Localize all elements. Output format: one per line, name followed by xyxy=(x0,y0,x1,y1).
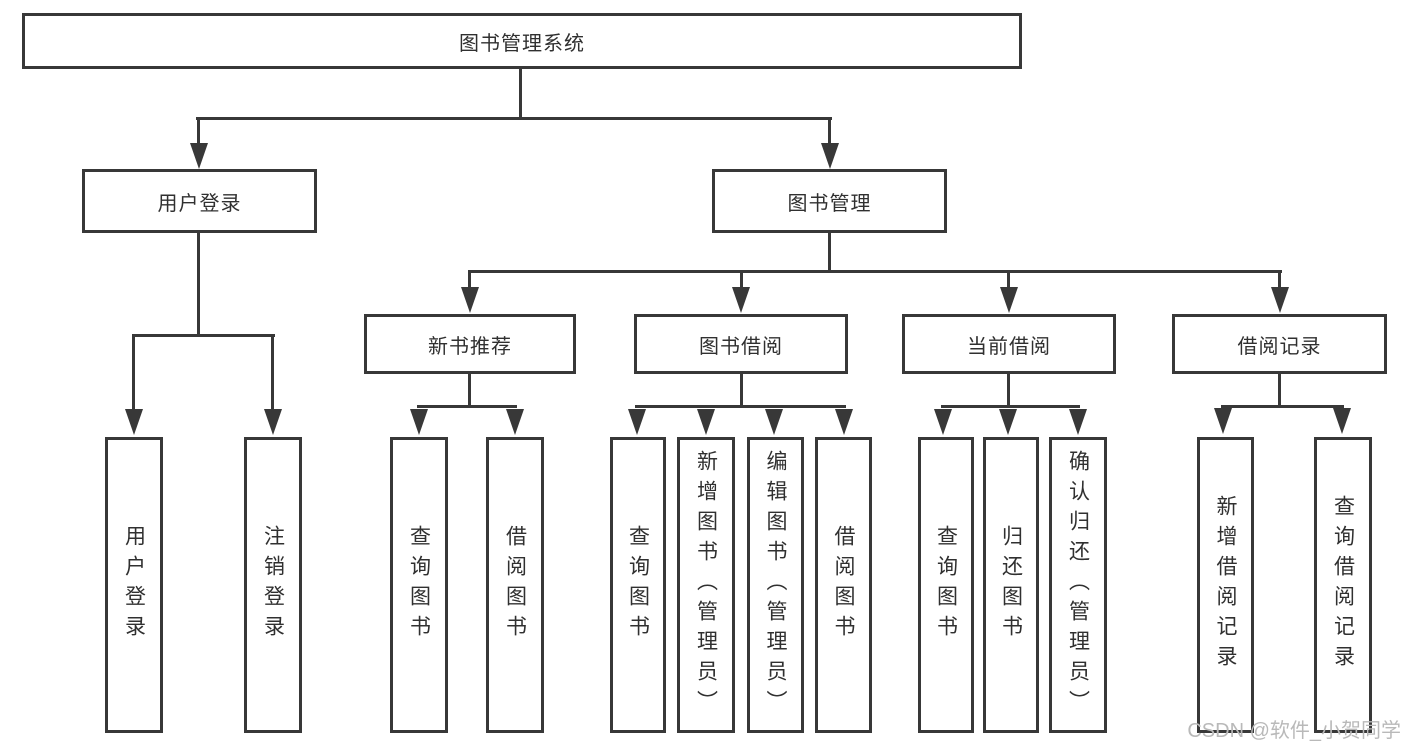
node-label: 查询图书 xyxy=(626,525,650,645)
connector-vline xyxy=(197,117,200,147)
node-label: 图书管理系统 xyxy=(459,32,585,55)
node-label: 新书推荐 xyxy=(428,335,512,358)
node-leaf-logout: 注销登录 xyxy=(244,437,302,733)
node-book-mgmt: 图书管理 xyxy=(712,169,947,233)
connector-vline xyxy=(1007,374,1010,408)
node-leaf-borrow-book-rec: 借阅图书 xyxy=(486,437,544,733)
connector-hline xyxy=(635,405,846,408)
arrow-down-icon xyxy=(999,409,1017,435)
connector-vline xyxy=(271,334,274,410)
node-label: 用户登录 xyxy=(157,192,242,215)
node-label: 新增借阅记录 xyxy=(1214,495,1237,675)
arrow-down-icon xyxy=(1069,409,1087,435)
node-label: 查询图书 xyxy=(407,525,431,645)
arrow-down-icon xyxy=(461,287,479,313)
csdn-watermark: CSDN @软件_小贺同学 xyxy=(1187,720,1401,742)
connector-hline xyxy=(417,405,517,408)
node-leaf-confirm-return-admin: 确认归还（管理员） xyxy=(1049,437,1107,733)
connector-vline xyxy=(468,270,471,288)
node-label: 借阅图书 xyxy=(503,525,527,645)
node-leaf-query-book-borrow: 查询图书 xyxy=(610,437,666,733)
arrow-down-icon xyxy=(1333,408,1351,434)
node-label: 注销登录 xyxy=(261,525,285,645)
arrow-down-icon xyxy=(697,409,715,435)
connector-vline xyxy=(519,69,522,120)
node-label: 图书管理 xyxy=(787,192,872,215)
node-label: 借阅记录 xyxy=(1237,335,1322,358)
arrow-down-icon xyxy=(506,409,524,435)
connector-hline xyxy=(468,270,1282,273)
node-root: 图书管理系统 xyxy=(22,13,1022,69)
node-label: 用户登录 xyxy=(122,525,146,645)
arrow-down-icon xyxy=(264,409,282,435)
node-label: 当前借阅 xyxy=(967,335,1051,358)
arrow-down-icon xyxy=(628,409,646,435)
node-leaf-add-book-admin: 新增图书（管理员） xyxy=(677,437,735,733)
connector-vline xyxy=(828,233,831,273)
arrow-down-icon xyxy=(835,409,853,435)
node-leaf-edit-book-admin: 编辑图书（管理员） xyxy=(747,437,804,733)
connector-hline xyxy=(1221,405,1344,408)
connector-vline xyxy=(1007,270,1010,288)
arrow-down-icon xyxy=(125,409,143,435)
connector-vline xyxy=(1278,270,1281,288)
arrow-down-icon xyxy=(1271,287,1289,313)
connector-vline xyxy=(468,374,471,408)
node-leaf-borrow-book-borrow: 借阅图书 xyxy=(815,437,872,733)
arrow-down-icon xyxy=(1000,287,1018,313)
connector-hline xyxy=(196,117,832,120)
node-label: 归还图书 xyxy=(999,525,1023,645)
arrow-down-icon xyxy=(765,409,783,435)
node-user-login: 用户登录 xyxy=(82,169,317,233)
arrow-down-icon xyxy=(410,409,428,435)
node-book-borrow: 图书借阅 xyxy=(634,314,848,374)
arrow-down-icon xyxy=(821,143,839,169)
arrow-down-icon xyxy=(190,143,208,169)
node-label: 确认归还（管理员） xyxy=(1066,450,1090,720)
node-label: 编辑图书（管理员） xyxy=(764,450,787,720)
connector-vline xyxy=(1278,374,1281,408)
node-label: 借阅图书 xyxy=(832,525,855,645)
connector-vline xyxy=(828,117,831,147)
node-leaf-add-borrow-record: 新增借阅记录 xyxy=(1197,437,1254,733)
node-label: 图书借阅 xyxy=(699,335,783,358)
connector-vline xyxy=(197,233,200,337)
arrow-down-icon xyxy=(934,409,952,435)
node-current-borrow: 当前借阅 xyxy=(902,314,1116,374)
arrow-down-icon xyxy=(732,287,750,313)
node-new-book-rec: 新书推荐 xyxy=(364,314,576,374)
node-leaf-return-book: 归还图书 xyxy=(983,437,1039,733)
node-borrow-record: 借阅记录 xyxy=(1172,314,1387,374)
connector-hline xyxy=(132,334,275,337)
node-label: 查询借阅记录 xyxy=(1331,495,1355,675)
node-leaf-query-borrow-record: 查询借阅记录 xyxy=(1314,437,1372,733)
node-leaf-query-book-current: 查询图书 xyxy=(918,437,974,733)
connector-vline xyxy=(132,334,135,410)
node-leaf-user-login: 用户登录 xyxy=(105,437,163,733)
node-label: 查询图书 xyxy=(934,525,958,645)
connector-vline xyxy=(740,270,743,288)
connector-hline xyxy=(941,405,1080,408)
connector-vline xyxy=(740,374,743,408)
arrow-down-icon xyxy=(1214,408,1232,434)
node-label: 新增图书（管理员） xyxy=(694,450,718,720)
node-leaf-query-book-rec: 查询图书 xyxy=(390,437,448,733)
